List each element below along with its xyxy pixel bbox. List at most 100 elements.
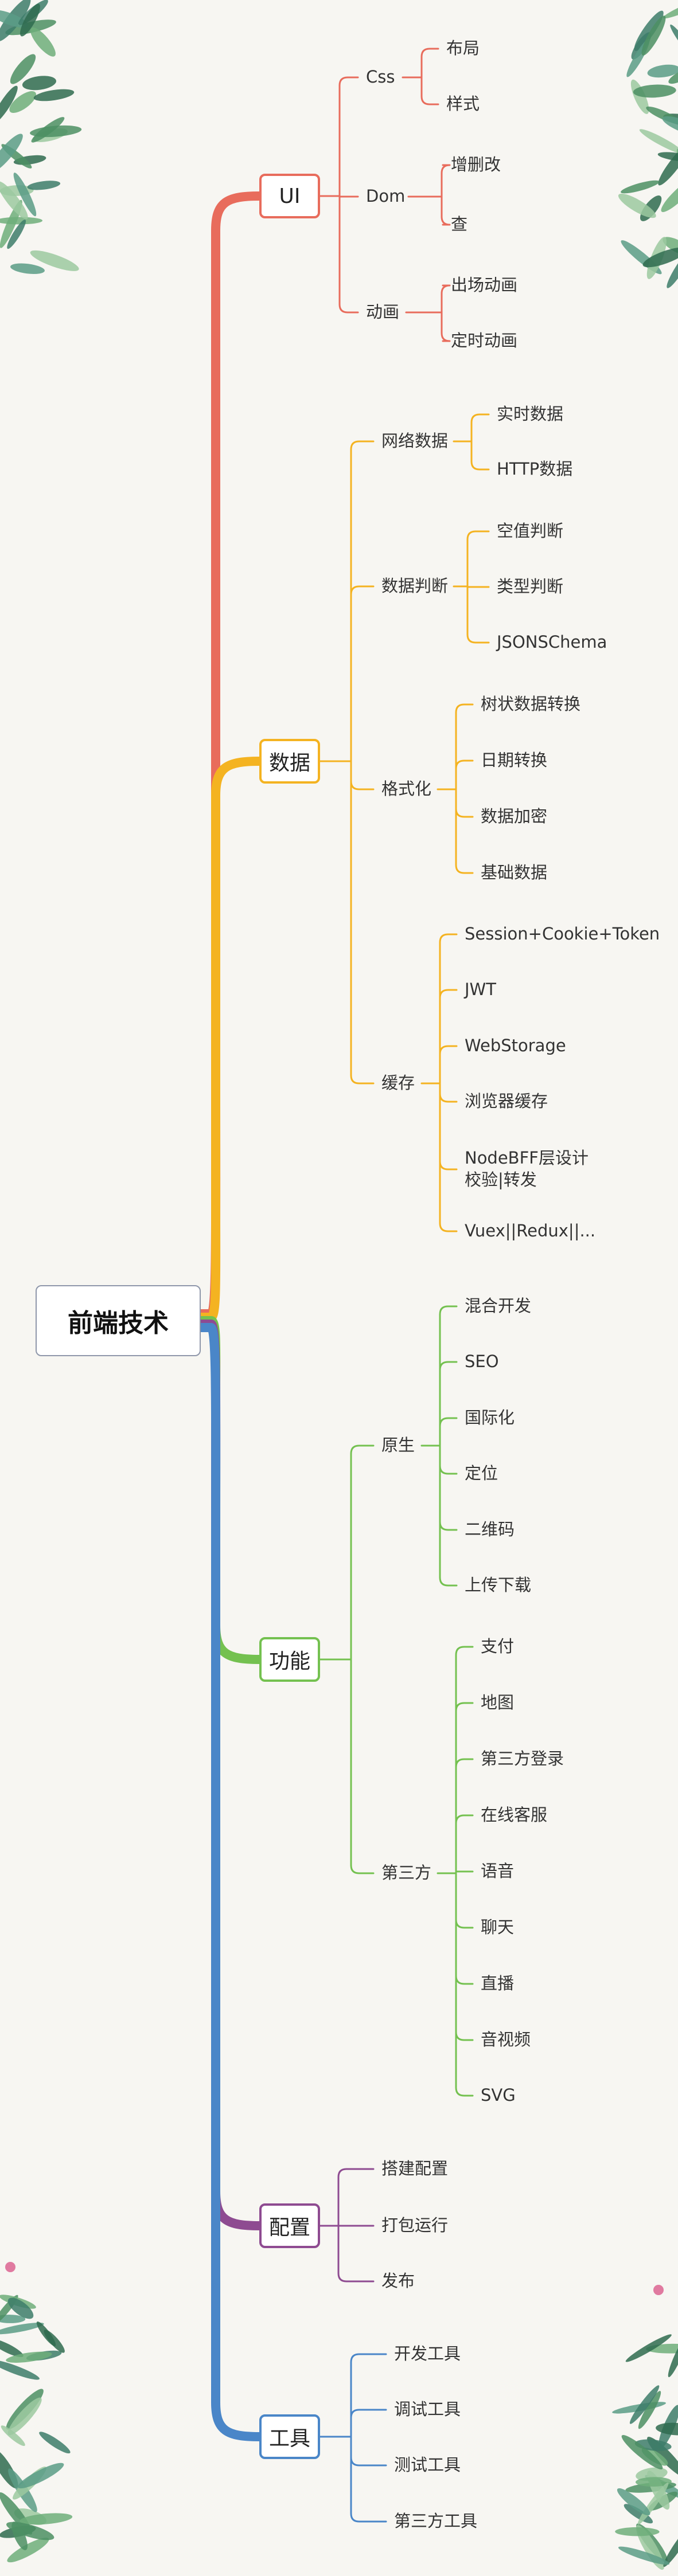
edge-data-3-link-3 xyxy=(439,1082,458,1103)
leaf-features-0-5: 上传下载 xyxy=(465,1575,532,1595)
trunk-tools xyxy=(196,1323,264,2441)
leaf-features-1-3: 在线客服 xyxy=(481,1805,548,1825)
edge-ui-2-link-1 xyxy=(441,311,451,342)
node-data-2: 格式化 xyxy=(381,779,432,799)
edge-tools-link-2 xyxy=(350,2436,387,2467)
leaf-data-1-1: 类型判断 xyxy=(497,577,564,597)
leaf-features-1-2: 第三方登录 xyxy=(481,1749,564,1769)
leaf-data-3-3: 浏览器缓存 xyxy=(465,1091,548,1111)
edge-ui-link-2 xyxy=(338,195,359,314)
edge-data-2-link-3 xyxy=(455,788,474,874)
edge-features-0-link-4 xyxy=(439,1444,458,1531)
edge-data-1-link-0 xyxy=(466,530,490,588)
leaf-data-3-1: JWT xyxy=(465,980,496,1000)
leaf-ui-2-0: 出场动画 xyxy=(451,275,518,295)
leaf-features-0-3: 定位 xyxy=(465,1463,498,1483)
leaf-data-2-2: 数据加密 xyxy=(481,807,548,827)
leaf-features-1-5: 聊天 xyxy=(481,1917,515,1937)
edge-features-1-link-1 xyxy=(455,1702,474,1874)
leaf-data-3-5: Vuex||Redux||... xyxy=(465,1221,596,1241)
leaf-data-3-4: NodeBFF层设计 校验|转发 xyxy=(465,1148,589,1189)
edge-ui-1-link-1 xyxy=(441,195,451,226)
node-data-1: 数据判断 xyxy=(381,576,449,596)
leaf-features-1-4: 语音 xyxy=(481,1861,515,1881)
edge-features-0-link-1 xyxy=(439,1361,458,1447)
leaf-ui-2-1: 定时动画 xyxy=(451,331,518,351)
edge-features-1-link-8 xyxy=(455,1872,474,2097)
node-config-0: 搭建配置 xyxy=(381,2159,449,2179)
node-tools-1: 调试工具 xyxy=(394,2399,461,2420)
node-ui-0: Css xyxy=(366,67,395,87)
branch-tools: 工具 xyxy=(259,2414,320,2459)
branch-features: 功能 xyxy=(259,1637,320,1682)
edge-data-3-link-2 xyxy=(439,1045,458,1085)
leaf-features-1-0: 支付 xyxy=(481,1637,515,1657)
branch-ui: UI xyxy=(259,174,320,218)
leaf-data-1-0: 空值判断 xyxy=(497,521,564,541)
leaf-ui-1-1: 查 xyxy=(451,214,468,234)
leaf-data-3-2: WebStorage xyxy=(465,1036,566,1056)
edge-data-3-link-5 xyxy=(439,1082,458,1232)
edge-tools-link-0 xyxy=(350,2353,387,2438)
edge-tools-link-3 xyxy=(350,2436,387,2523)
edge-features-1-link-2 xyxy=(455,1758,474,1874)
node-tools-0: 开发工具 xyxy=(394,2344,461,2364)
edge-data-1-link-2 xyxy=(466,585,490,644)
edge-ui-0-link-0 xyxy=(420,48,439,79)
leaf-ui-0-1: 样式 xyxy=(446,94,480,114)
leaf-features-1-8: SVG xyxy=(481,2085,516,2105)
edge-data-2-link-2 xyxy=(455,788,474,818)
edge-config-link-2 xyxy=(337,2225,375,2283)
node-data-3: 缓存 xyxy=(381,1073,415,1093)
edge-data-3-link-4 xyxy=(439,1082,458,1170)
root-node: 前端技术 xyxy=(36,1285,201,1356)
edge-data-link-0 xyxy=(350,440,375,762)
leaf-data-2-1: 日期转换 xyxy=(481,750,548,770)
node-tools-2: 测试工具 xyxy=(394,2455,461,2475)
leaf-features-1-1: 地图 xyxy=(481,1693,515,1713)
edge-features-1-link-0 xyxy=(455,1646,474,1874)
leaf-data-3-0: Session+Cookie+Token xyxy=(465,924,660,944)
edge-data-3-link-1 xyxy=(439,989,458,1085)
edge-data-0-link-0 xyxy=(470,413,490,443)
edge-features-link-1 xyxy=(350,1658,375,1874)
edge-data-2-link-1 xyxy=(455,760,474,790)
trunk-data xyxy=(196,757,264,1322)
edge-ui-2-link-0 xyxy=(441,284,451,314)
leaf-features-1-7: 音视频 xyxy=(481,2030,531,2050)
branch-config: 配置 xyxy=(259,2203,320,2248)
node-config-2: 发布 xyxy=(381,2271,415,2291)
edge-data-2-link-0 xyxy=(455,703,474,790)
leaf-data-1-2: JSONSChema xyxy=(497,632,607,652)
trunk-features xyxy=(196,1316,264,1664)
node-tools-3: 第三方工具 xyxy=(394,2511,478,2531)
node-ui-1: Dom xyxy=(366,186,406,206)
branch-data: 数据 xyxy=(259,739,320,784)
leaf-data-0-1: HTTP数据 xyxy=(497,459,573,479)
node-features-1: 第三方 xyxy=(381,1863,432,1883)
edge-data-link-3 xyxy=(350,760,375,1085)
node-ui-2: 动画 xyxy=(366,302,400,322)
edge-tools-link-1 xyxy=(350,2409,387,2438)
edge-features-1-link-7 xyxy=(455,1872,474,2041)
edge-features-0-link-2 xyxy=(439,1417,458,1447)
trunk-ui xyxy=(196,191,264,1318)
leaf-data-2-0: 树状数据转换 xyxy=(481,694,581,714)
edge-data-link-1 xyxy=(350,585,375,762)
leaf-features-1-6: 直播 xyxy=(481,1974,515,1994)
edge-features-0-link-5 xyxy=(439,1444,458,1587)
node-data-0: 网络数据 xyxy=(381,431,449,451)
leaf-data-2-3: 基础数据 xyxy=(481,863,548,883)
leaf-ui-1-0: 增删改 xyxy=(451,155,501,175)
node-features-0: 原生 xyxy=(381,1435,415,1455)
leaf-data-0-0: 实时数据 xyxy=(497,404,564,424)
node-config-1: 打包运行 xyxy=(381,2215,449,2236)
leaf-features-0-2: 国际化 xyxy=(465,1408,515,1428)
edge-ui-0-link-1 xyxy=(420,76,439,105)
leaf-features-0-1: SEO xyxy=(465,1352,499,1372)
edge-features-link-0 xyxy=(350,1444,375,1661)
edge-ui-1-link-0 xyxy=(441,164,451,198)
edge-config-link-0 xyxy=(337,2168,375,2227)
edge-data-3-link-0 xyxy=(439,933,458,1085)
